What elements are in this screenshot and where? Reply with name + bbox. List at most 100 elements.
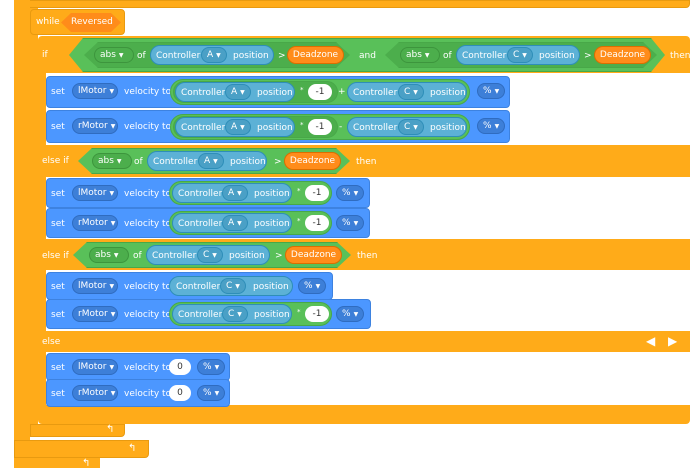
chevron-down-icon: ▼ xyxy=(110,220,116,227)
chevron-down-icon: ▼ xyxy=(494,123,500,130)
axis-dropdown-2[interactable]: C▼ xyxy=(507,47,533,63)
times-label-1: * xyxy=(300,86,304,94)
position-label-10: position xyxy=(229,251,265,261)
unit-dropdown-7[interactable]: %▼ xyxy=(197,359,225,375)
motor-dropdown-6[interactable]: rMotor▼ xyxy=(72,306,118,322)
abs-dropdown-2[interactable]: abs▼ xyxy=(400,47,440,63)
unit-dropdown-1[interactable]: %▼ xyxy=(477,83,505,99)
controller-label-6: Controller xyxy=(353,123,398,133)
set-label-5: set xyxy=(51,282,65,292)
while-loop-arm xyxy=(30,8,38,436)
then-label-3: then xyxy=(357,251,378,261)
else-label: else xyxy=(42,337,61,347)
unit-dropdown-5[interactable]: %▼ xyxy=(298,278,326,294)
times-label-3: * xyxy=(297,187,301,195)
neg-one-input-1[interactable]: -1 xyxy=(308,84,332,100)
axis-dropdown-7[interactable]: A▼ xyxy=(198,153,224,169)
loop-end-arrow-icon-2: ↰ xyxy=(128,443,137,454)
set-label-6: set xyxy=(51,310,65,320)
unit-dropdown-2[interactable]: %▼ xyxy=(477,118,505,134)
neg-one-input-3[interactable]: -1 xyxy=(305,185,329,201)
abs-dropdown-3[interactable]: abs▼ xyxy=(92,153,132,169)
chevron-down-icon: ▼ xyxy=(118,52,124,59)
unit-dropdown-6[interactable]: %▼ xyxy=(336,306,364,322)
axis-dropdown-6[interactable]: C▼ xyxy=(398,119,424,135)
chevron-down-icon: ▼ xyxy=(237,220,242,227)
axis-dropdown-4[interactable]: C▼ xyxy=(398,84,424,100)
position-label-4: position xyxy=(430,88,466,98)
chevron-down-icon: ▼ xyxy=(110,311,116,318)
deadzone-variable-2[interactable]: Deadzone xyxy=(594,46,651,64)
motor-dropdown-5[interactable]: lMotor▼ xyxy=(72,278,118,294)
while-loop-bottom xyxy=(30,424,125,437)
motor-dropdown-3[interactable]: lMotor▼ xyxy=(72,185,118,201)
of-label-4: of xyxy=(133,251,142,261)
neg-one-input-4[interactable]: -1 xyxy=(305,215,329,231)
outer-loop-bottom-1 xyxy=(14,440,149,458)
gt-label-1: > xyxy=(278,51,286,61)
axis-dropdown-3[interactable]: A▼ xyxy=(225,84,251,100)
axis-dropdown-1[interactable]: A▼ xyxy=(201,47,227,63)
motor-dropdown-7[interactable]: lMotor▼ xyxy=(72,359,118,375)
velocity-to-label-5: velocity to xyxy=(124,282,172,292)
gt-label-4: > xyxy=(275,251,283,261)
minus-label: - xyxy=(339,122,343,132)
if-label: if xyxy=(42,50,48,60)
gt-label-2: > xyxy=(584,51,592,61)
motor-dropdown-2[interactable]: rMotor▼ xyxy=(72,118,118,134)
chevron-down-icon: ▼ xyxy=(235,283,240,290)
unit-dropdown-3[interactable]: %▼ xyxy=(336,185,364,201)
axis-dropdown-9[interactable]: A▼ xyxy=(222,215,248,231)
chevron-down-icon: ▼ xyxy=(413,89,418,96)
position-label-7: position xyxy=(230,157,266,167)
chevron-down-icon: ▼ xyxy=(214,364,220,371)
axis-dropdown-5[interactable]: A▼ xyxy=(225,119,251,135)
deadzone-variable-3[interactable]: Deadzone xyxy=(284,152,341,170)
outer-loop-bottom-2 xyxy=(14,458,100,468)
zero-input-1[interactable]: 0 xyxy=(169,359,191,375)
and-label: and xyxy=(359,51,376,61)
add-else-icon[interactable]: ▶ xyxy=(668,334,678,348)
times-label-2: * xyxy=(300,121,304,129)
axis-dropdown-12[interactable]: C▼ xyxy=(222,306,248,322)
deadzone-variable-1[interactable]: Deadzone xyxy=(287,46,344,64)
axis-dropdown-8[interactable]: A▼ xyxy=(222,185,248,201)
abs-dropdown-4[interactable]: abs▼ xyxy=(89,247,129,263)
chevron-down-icon: ▼ xyxy=(109,190,115,197)
chevron-down-icon: ▼ xyxy=(237,190,242,197)
unit-dropdown-8[interactable]: %▼ xyxy=(197,385,225,401)
motor-dropdown-4[interactable]: rMotor▼ xyxy=(72,215,118,231)
zero-input-2[interactable]: 0 xyxy=(169,385,191,401)
set-label-3: set xyxy=(51,189,65,199)
chevron-down-icon: ▼ xyxy=(413,124,418,131)
controller-label-10: Controller xyxy=(152,251,197,261)
axis-dropdown-10[interactable]: C▼ xyxy=(197,247,223,263)
neg-one-input-2[interactable]: -1 xyxy=(308,119,332,135)
position-label-6: position xyxy=(430,123,466,133)
motor-dropdown-8[interactable]: rMotor▼ xyxy=(72,385,118,401)
controller-label-5: Controller xyxy=(181,123,226,133)
unit-dropdown-4[interactable]: %▼ xyxy=(336,215,364,231)
chevron-down-icon: ▼ xyxy=(315,283,321,290)
controller-label-2: Controller xyxy=(462,51,507,61)
times-label-5: * xyxy=(297,308,301,316)
chevron-down-icon: ▼ xyxy=(353,190,359,197)
neg-one-input-5[interactable]: -1 xyxy=(305,306,329,322)
deadzone-variable-4[interactable]: Deadzone xyxy=(285,246,342,264)
loop-end-arrow-icon-3: ↰ xyxy=(82,458,91,469)
chevron-down-icon: ▼ xyxy=(494,88,500,95)
outer-loop-arm-1 xyxy=(14,0,22,468)
reversed-variable[interactable] xyxy=(61,13,121,32)
remove-else-icon[interactable]: ◀ xyxy=(646,334,656,348)
chevron-down-icon: ▼ xyxy=(109,283,115,290)
chevron-down-icon: ▼ xyxy=(110,123,116,130)
velocity-to-label-4: velocity to xyxy=(124,219,172,229)
axis-dropdown-11[interactable]: C▼ xyxy=(220,278,246,294)
controller-label-7: Controller xyxy=(153,157,198,167)
outer-loop-arm-2 xyxy=(22,0,30,448)
reversed-label: Reversed xyxy=(71,17,113,27)
chevron-down-icon: ▼ xyxy=(522,52,527,59)
abs-dropdown-1[interactable]: abs▼ xyxy=(94,47,134,63)
motor-dropdown-1[interactable]: lMotor▼ xyxy=(72,83,118,99)
chevron-down-icon: ▼ xyxy=(424,52,430,59)
